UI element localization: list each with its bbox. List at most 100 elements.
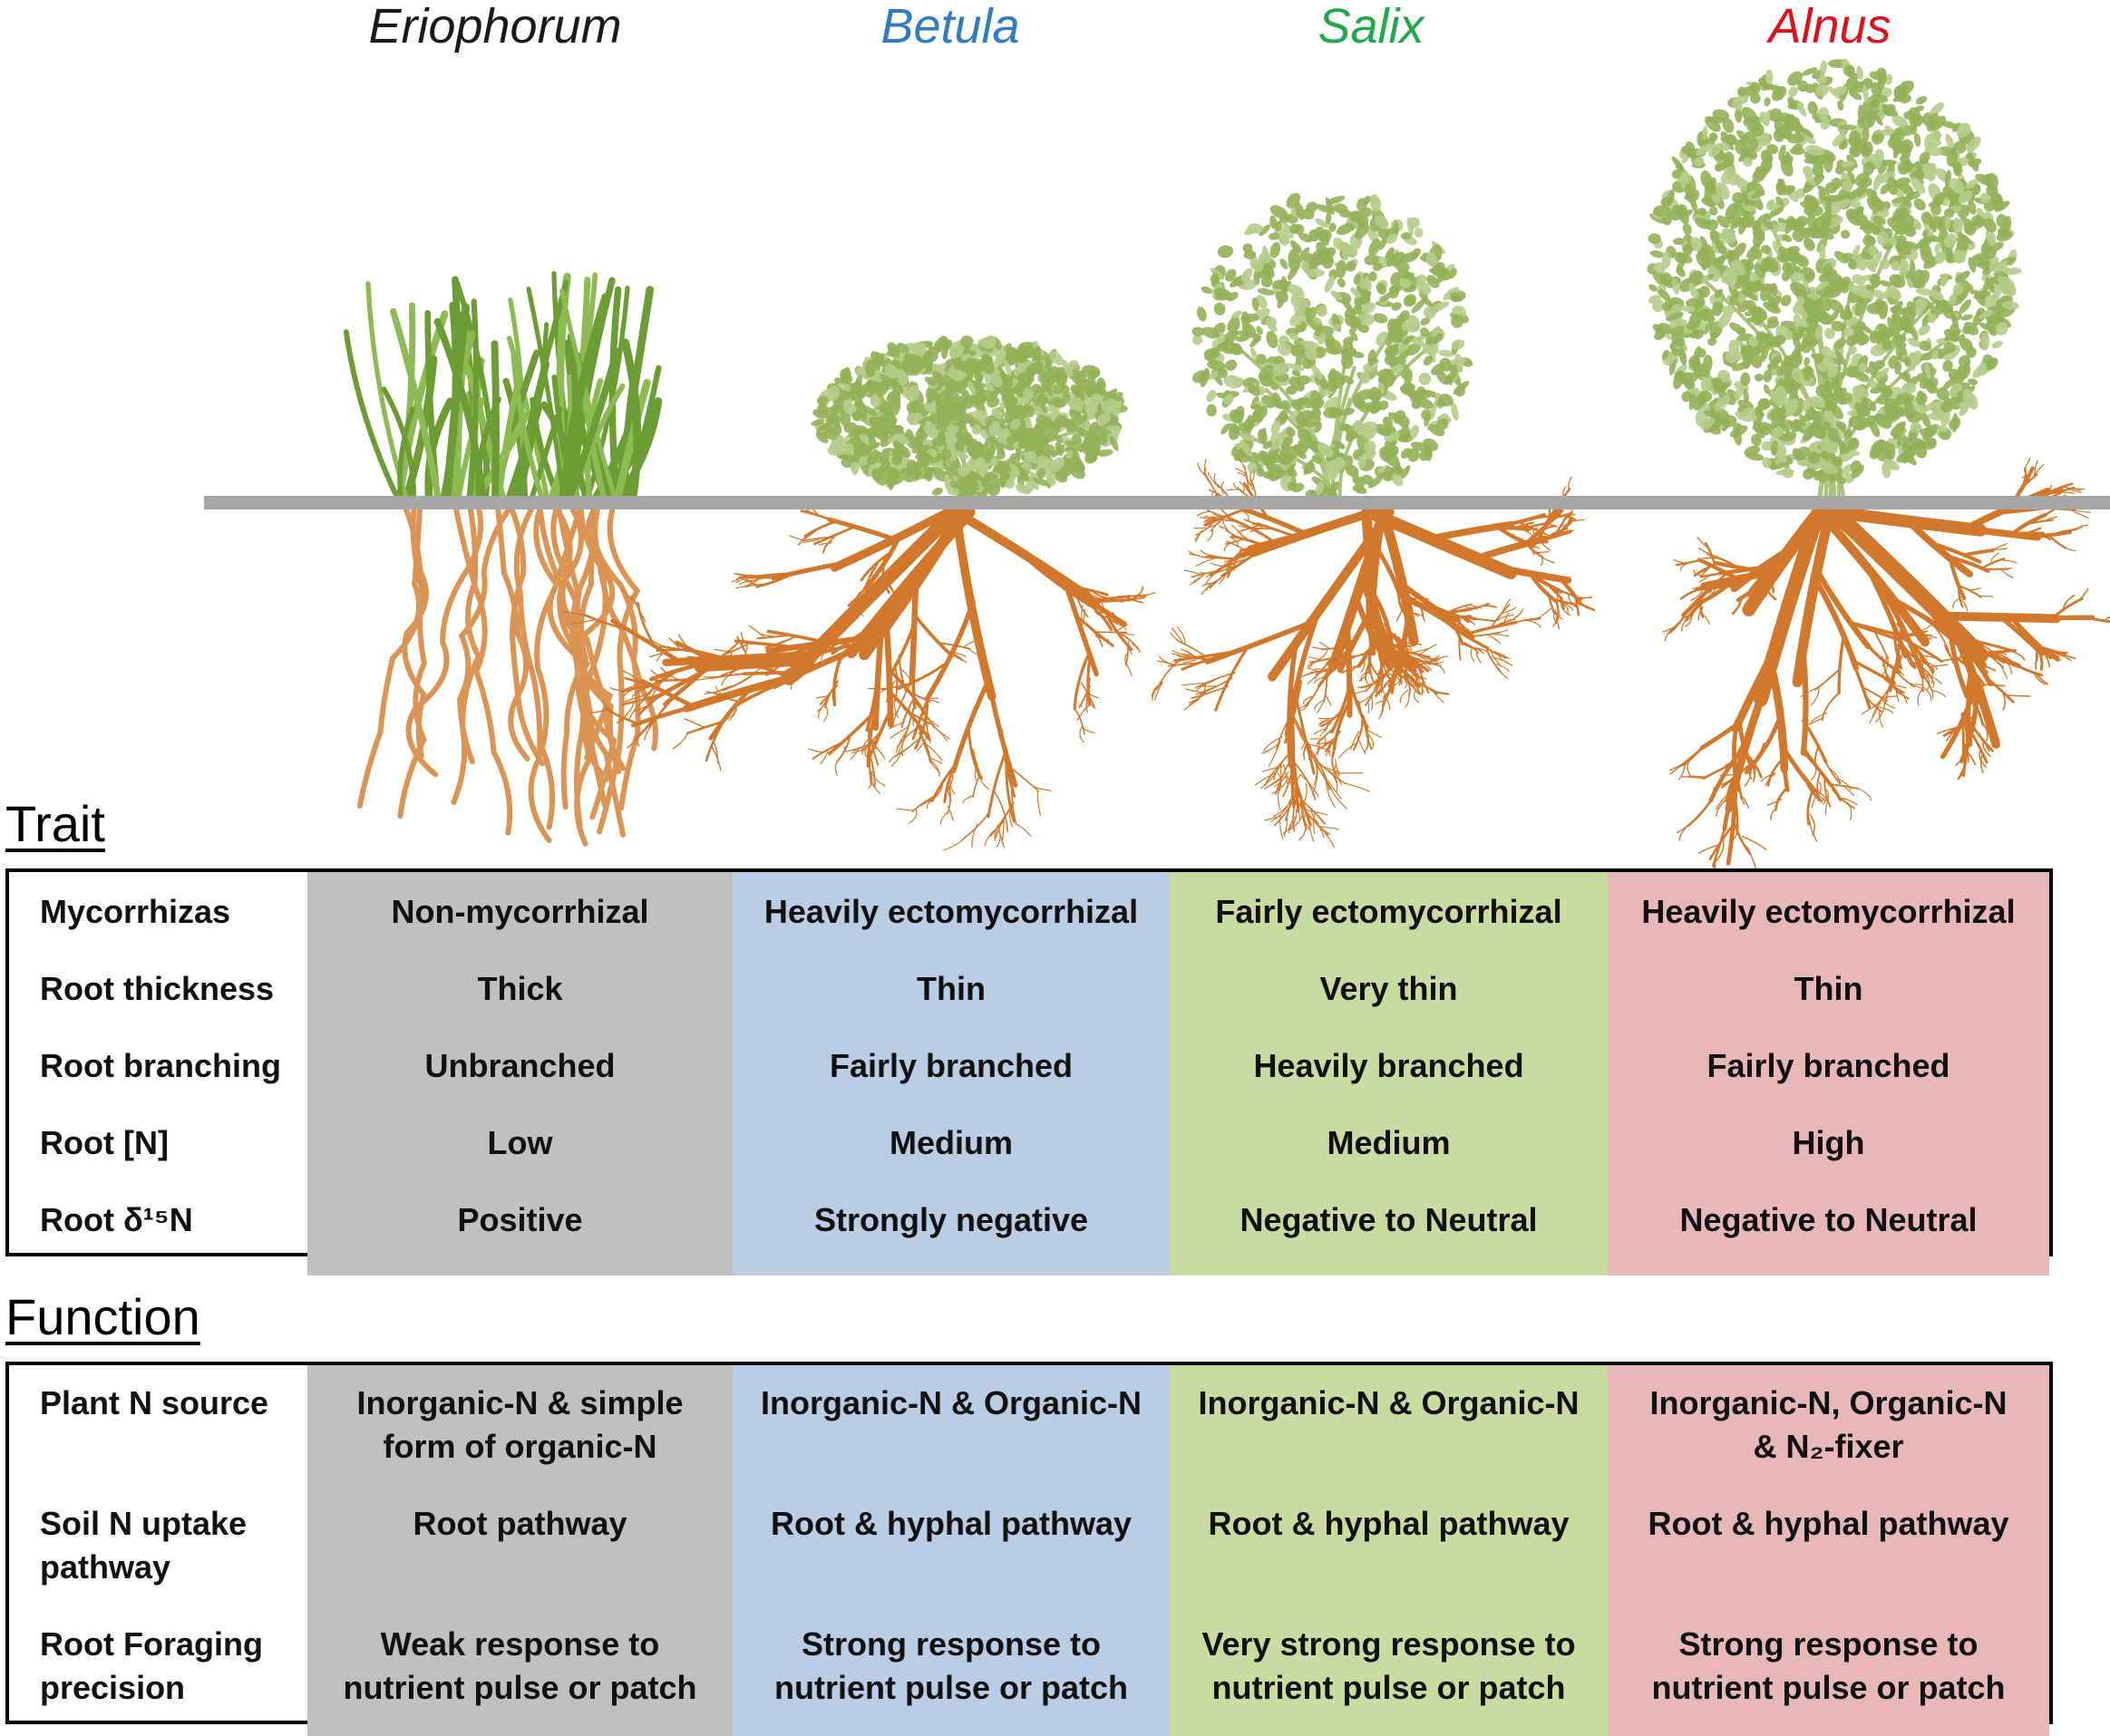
trait-table-cell: Non-mycorrhizal [307, 890, 733, 967]
function-table-cell: Inorganic-N, Organic-N & N₂-fixer [1608, 1382, 2049, 1502]
function-table-cell: Strong response to nutrient pulse or pat… [733, 1623, 1170, 1736]
trait-cell: Fairly ectomycorrhizal [1215, 893, 1562, 930]
trait-cell: Negative to Neutral [1679, 1201, 1978, 1238]
trait-table-cell: Root thickness [9, 967, 307, 1044]
species-label-eriophorum: Eriophorum [368, 0, 622, 53]
function-cell: Root & hyphal pathway [1208, 1505, 1570, 1542]
function-cell: Inorganic-N, Organic-N & N₂-fixer [1649, 1384, 2008, 1465]
trait-table-cell: Root branching [9, 1044, 307, 1121]
function-table-cell: Root & hyphal pathway [1170, 1502, 1608, 1623]
trait-table-cell: Negative to Neutral [1170, 1198, 1608, 1275]
trait-cell: Medium [1327, 1124, 1451, 1161]
plant-illustrations [204, 58, 2110, 879]
function-row-label: Root Foraging precision [40, 1625, 263, 1706]
trait-cell: Thick [477, 970, 563, 1007]
eriophorum-shoot [343, 271, 663, 508]
function-table-cell: Inorganic-N & Organic-N [733, 1382, 1170, 1502]
trait-cell: Thin [917, 970, 986, 1007]
function-salix-column: Inorganic-N & Organic-N Root & hyphal pat… [1170, 1365, 1608, 1736]
trait-cell: Non-mycorrhizal [391, 893, 649, 930]
function-cell: Inorganic-N & Organic-N [760, 1384, 1143, 1421]
ground-line [204, 496, 2110, 509]
trait-row-label: Mycorrhizas [40, 893, 231, 930]
function-section-title: Function [5, 1288, 200, 1345]
trait-row-label: Root δ¹⁵N [40, 1201, 193, 1238]
trait-cell: Unbranched [424, 1047, 616, 1084]
trait-cell: Heavily ectomycorrhizal [1641, 893, 2016, 930]
trait-cell: Medium [889, 1124, 1013, 1161]
trait-table-cell: Root δ¹⁵N [9, 1198, 307, 1275]
trait-table-cell: Thin [1608, 967, 2049, 1044]
function-cell: Inorganic-N & simple form of organic-N [356, 1384, 684, 1465]
betula-plant [561, 335, 1156, 851]
alnus-plant [1647, 58, 2110, 879]
species-label-salix: Salix [1318, 0, 1424, 53]
function-row-label: Soil N uptake pathway [40, 1505, 248, 1586]
function-table-cell: Root & hyphal pathway [733, 1502, 1170, 1623]
function-cell: Weak response to nutrient pulse or patch [343, 1625, 697, 1706]
betula-roots [561, 500, 1156, 851]
trait-table-cell: Mycorrhizas [9, 890, 307, 967]
trait-cell: Heavily branched [1253, 1047, 1524, 1084]
function-table-cell: Strong response to nutrient pulse or pat… [1608, 1623, 2049, 1736]
trait-table-cell: Medium [1170, 1121, 1608, 1198]
trait-cell: Fairly branched [1706, 1047, 1950, 1084]
species-label-alnus: Alnus [1768, 0, 1891, 53]
function-table-cell: Inorganic-N & Organic-N [1170, 1382, 1608, 1502]
trait-cell: Very thin [1319, 970, 1458, 1007]
function-row-label: Plant N source [40, 1384, 269, 1421]
trait-table-cell: Root [N] [9, 1121, 307, 1198]
trait-table-cell: Thick [307, 967, 733, 1044]
function-cell: Very strong response to nutrient pulse o… [1201, 1625, 1576, 1706]
function-cell: Root & hyphal pathway [1648, 1505, 2009, 1542]
trait-table-cell: Positive [307, 1198, 733, 1275]
function-table-cell: Root Foraging precision [9, 1623, 307, 1736]
trait-table-cell: Heavily branched [1170, 1044, 1608, 1121]
trait-row-label: Root [N] [40, 1124, 169, 1161]
function-table-cell: Root pathway [307, 1502, 733, 1623]
function-table-cell: Weak response to nutrient pulse or patch [307, 1623, 733, 1736]
trait-row-label: Root branching [40, 1047, 281, 1084]
salix-plant [1151, 192, 1595, 849]
trait-table-cell: Heavily ectomycorrhizal [733, 890, 1170, 967]
trait-table-cell: Negative to Neutral [1608, 1198, 2049, 1275]
alnus-roots [1662, 458, 2110, 879]
function-cell: Root pathway [413, 1505, 627, 1542]
function-table-cell: Very strong response to nutrient pulse o… [1170, 1623, 1608, 1736]
function-cell: Strong response to nutrient pulse or pat… [773, 1625, 1129, 1706]
trait-table-cell: Very thin [1170, 967, 1608, 1044]
trait-table-cell: Unbranched [307, 1044, 733, 1121]
trait-section-title: Trait [5, 795, 105, 852]
function-cell: Inorganic-N & Organic-N [1198, 1384, 1580, 1421]
function-betula-column: Inorganic-N & Organic-N Root & hyphal pat… [733, 1365, 1170, 1736]
function-table-cell: Inorganic-N & simple form of organic-N [307, 1382, 733, 1502]
alnus-shoot [1647, 58, 2022, 504]
function-table-cell: Soil N uptake pathway [9, 1502, 307, 1623]
trait-cell: Positive [457, 1201, 583, 1238]
betula-shoot [811, 335, 1128, 504]
function-table-cell: Plant N source [9, 1382, 307, 1502]
trait-cell: Low [487, 1124, 553, 1161]
eriophorum-plant [343, 271, 663, 847]
trait-table-cell: Fairly branched [1608, 1044, 2049, 1121]
trait-table-cell: Heavily ectomycorrhizal [1608, 890, 2049, 967]
trait-cell: Thin [1794, 970, 1863, 1007]
trait-table-cell: High [1608, 1121, 2049, 1198]
trait-table-cell: Medium [733, 1121, 1170, 1198]
trait-cell: Strongly negative [813, 1201, 1089, 1238]
trait-table-cell: Low [307, 1121, 733, 1198]
eriophorum-roots [356, 508, 658, 847]
trait-table-cell: Fairly ectomycorrhizal [1170, 890, 1608, 967]
trait-table-cell: Thin [733, 967, 1170, 1044]
salix-shoot [1191, 192, 1473, 504]
species-label-betula: Betula [880, 0, 1020, 53]
function-cell: Root & hyphal pathway [770, 1505, 1133, 1542]
trait-cell: Negative to Neutral [1240, 1201, 1538, 1238]
